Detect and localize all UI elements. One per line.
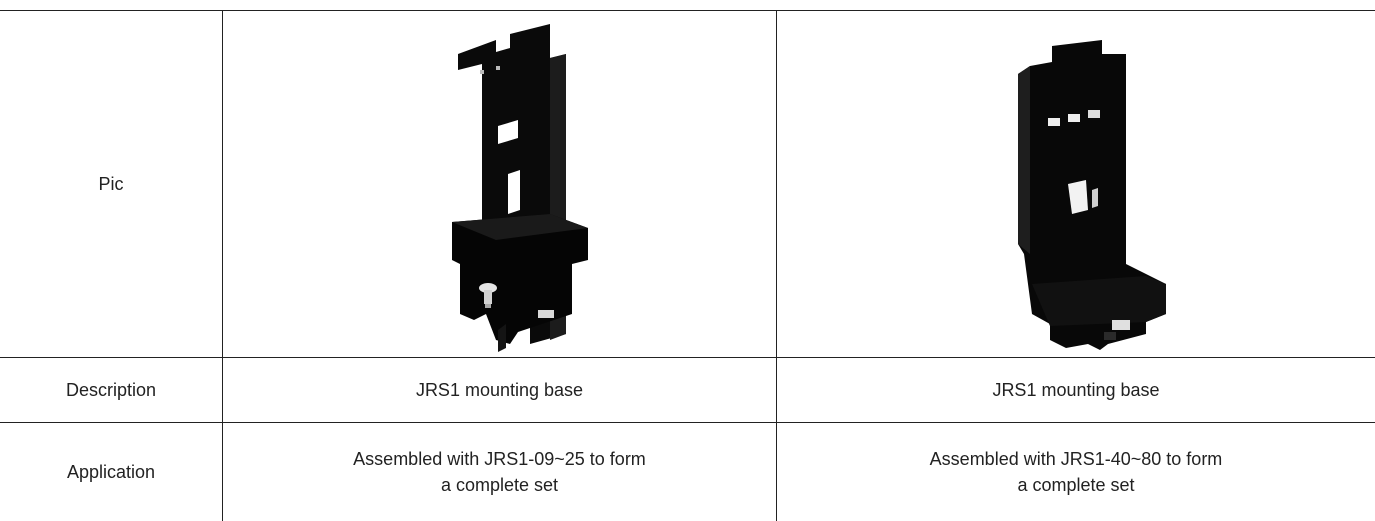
- mounting-base-small-image: [400, 14, 600, 354]
- application-line: a complete set: [223, 472, 776, 498]
- table-row: Description JRS1 mounting base JRS1 moun…: [0, 358, 1375, 423]
- row-label-description: Description: [0, 358, 223, 423]
- row-label-pic: Pic: [0, 11, 223, 358]
- application-line: Assembled with JRS1-09~25 to form: [223, 446, 776, 472]
- application-cell: Assembled with JRS1-40~80 to form a comp…: [777, 423, 1375, 521]
- application-line: Assembled with JRS1-40~80 to form: [777, 446, 1375, 472]
- row-label-application: Application: [0, 423, 223, 521]
- table-row: Application Assembled with JRS1-09~25 to…: [0, 423, 1375, 521]
- application-cell: Assembled with JRS1-09~25 to form a comp…: [223, 423, 777, 521]
- table-row: Pic: [0, 11, 1375, 358]
- application-line: a complete set: [777, 472, 1375, 498]
- description-cell: JRS1 mounting base: [777, 358, 1375, 423]
- product-image-cell: jrs1-40-80-mounting-base: [777, 11, 1375, 358]
- mounting-base-large-image: [976, 14, 1176, 354]
- spec-table: Pic: [0, 10, 1375, 521]
- product-image-cell: jrs1-09-25-mounting-base: [223, 11, 777, 358]
- description-cell: JRS1 mounting base: [223, 358, 777, 423]
